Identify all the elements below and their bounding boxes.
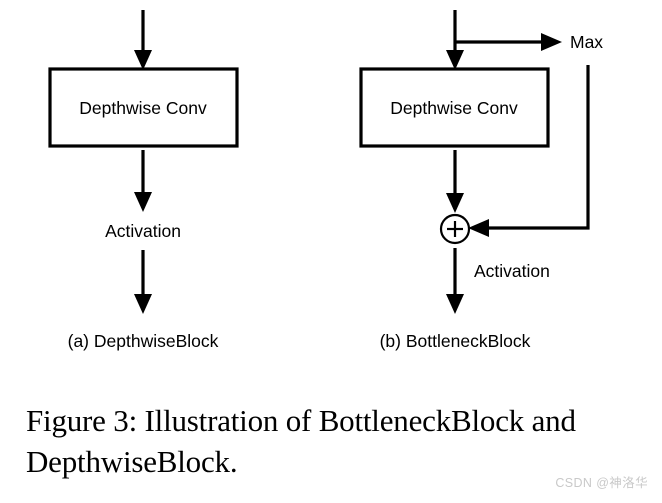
panel-b-output-arrow (446, 248, 464, 314)
panel-b-max-label: Max (570, 32, 603, 52)
csdn-watermark: CSDN @神洛华 (555, 476, 648, 490)
panel-b: Max Depthwise Conv (359, 10, 603, 351)
panel-a-subcaption: (a) DepthwiseBlock (68, 331, 219, 351)
panel-b-subcaption: (b) BottleneckBlock (380, 331, 531, 351)
panel-a-activation-label: Activation (105, 221, 181, 241)
panel-b-depthwise-conv-label: Depthwise Conv (390, 98, 518, 118)
panel-b-skip-connection (468, 65, 590, 237)
panel-b-input-arrow (446, 10, 464, 70)
panel-a-output-arrow (134, 250, 152, 314)
panel-b-activation-label: Activation (474, 261, 550, 281)
panel-a-input-arrow (134, 10, 152, 70)
figure-caption: Figure 3: Illustration of BottleneckBloc… (26, 403, 576, 480)
panel-b-depthwise-conv-box (359, 67, 550, 148)
panel-b-max-branch-arrow (455, 33, 562, 51)
panel-b-to-sum-arrow (446, 150, 464, 213)
block-diagram: Depthwise Conv Activation (a) DepthwiseB… (48, 10, 603, 351)
panel-b-sum-node (439, 213, 471, 245)
panel-a-depthwise-conv-box (48, 67, 239, 148)
figure-caption-block: Figure 3: Illustration of BottleneckBloc… (26, 400, 650, 482)
panel-a: Depthwise Conv Activation (a) DepthwiseB… (48, 10, 239, 351)
panel-a-depthwise-conv-label: Depthwise Conv (79, 98, 207, 118)
panel-a-activation-arrow (134, 150, 152, 212)
